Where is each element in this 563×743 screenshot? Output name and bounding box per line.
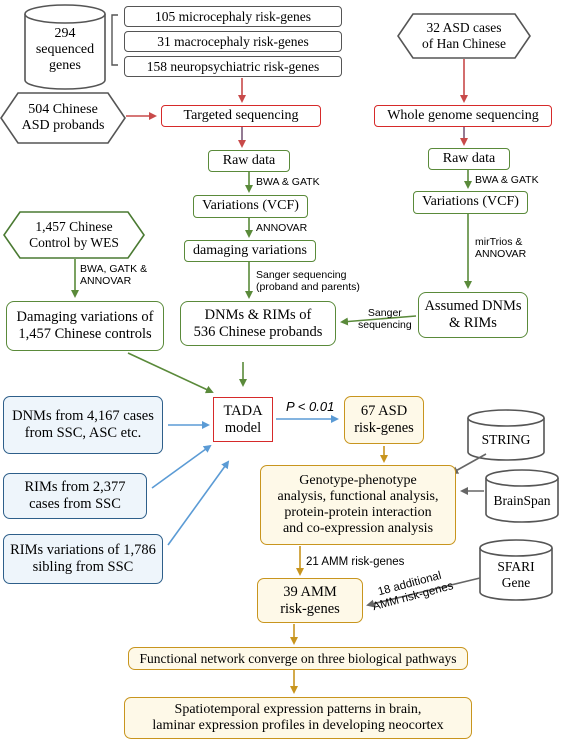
left-bwa-label: BWA & GATK: [256, 176, 320, 188]
amm21-label: 21 AMM risk-genes: [306, 556, 405, 568]
microcephaly-box: 105 microcephaly risk-genes: [124, 6, 342, 27]
string-label: STRING: [481, 432, 531, 448]
string-cylinder: [467, 409, 545, 461]
right-bwa-label: BWA & GATK: [475, 174, 539, 186]
left-annovar-label: ANNOVAR: [256, 222, 308, 234]
han-cases-hexagon: [397, 13, 531, 59]
han-cases-label: 32 ASD cases of Han Chinese: [422, 20, 506, 51]
sequenced-genes-label: 294 sequenced genes: [35, 25, 95, 74]
gene-bracket: [111, 14, 118, 66]
targeted-sequencing-box: Targeted sequencing: [161, 105, 321, 127]
brainspan-label: BrainSpan: [493, 493, 551, 509]
spatiotemporal-box: Spatiotemporal expression patterns in br…: [124, 697, 472, 739]
rims-2377-box: RIMs from 2,377 cases from SSC: [3, 473, 147, 519]
sequenced-genes-cylinder: [24, 4, 106, 90]
arrow-rims1786-to-tada: [167, 460, 230, 546]
left-vcf-box: Variations (VCF): [193, 195, 308, 218]
right-sanger-label: Sanger sequencing: [358, 307, 412, 332]
wgs-box: Whole genome sequencing: [374, 105, 552, 127]
controls-hexagon: [3, 211, 145, 259]
genotype-phenotype-box: Genotype-phenotype analysis, functional …: [260, 465, 456, 545]
arrow-controls-damaging-to-tada: [127, 352, 214, 394]
right-vcf-box: Variations (VCF): [413, 191, 528, 214]
brainspan-cylinder: [485, 469, 559, 523]
asd-probands-hexagon: [0, 92, 126, 144]
dnms-rims-box: DNMs & RIMs of 536 Chinese probands: [180, 301, 336, 346]
arrow-string-to-genotype: [450, 453, 487, 474]
arrow-sfari-to-amm39: [366, 577, 481, 608]
arrow-assumed-to-dnms: [340, 315, 417, 326]
ssc-asc-dnms-box: DNMs from 4,167 cases from SSC, ASC etc.: [3, 396, 163, 454]
rims-1786-box: RIMs variations of 1,786 sibling from SS…: [3, 534, 163, 584]
macrocephaly-box: 31 macrocephaly risk-genes: [124, 31, 342, 52]
sfari-cylinder: [479, 539, 553, 601]
arrow-rims2377-to-tada: [151, 444, 212, 489]
sfari-label: SFARI Gene: [497, 559, 535, 590]
left-raw-data-box: Raw data: [208, 150, 290, 172]
sanger-label: Sanger sequencing (proband and parents): [256, 269, 360, 294]
control-tools-label: BWA, GATK & ANNOVAR: [80, 263, 148, 288]
amm39-box: 39 AMM risk-genes: [257, 578, 363, 623]
right-raw-data-box: Raw data: [428, 148, 510, 170]
asd-risk-genes-box: 67 ASD risk-genes: [344, 396, 424, 444]
p-value-label: P < 0.01: [286, 399, 335, 414]
damaging-variations-box: damaging variations: [184, 240, 316, 262]
mirtrios-label: mirTrios & ANNOVAR: [475, 236, 527, 261]
damaging-controls-box: Damaging variations of 1,457 Chinese con…: [6, 301, 164, 351]
network-box: Functional network converge on three bio…: [128, 647, 468, 670]
neuropsychiatric-box: 158 neuropsychiatric risk-genes: [124, 56, 342, 77]
asd-probands-label: 504 Chinese ASD probands: [21, 101, 105, 133]
controls-label: 1,457 Chinese Control by WES: [29, 219, 119, 250]
assumed-dnms-box: Assumed DNMs & RIMs: [418, 292, 528, 338]
tada-model-box: TADA model: [213, 397, 273, 442]
